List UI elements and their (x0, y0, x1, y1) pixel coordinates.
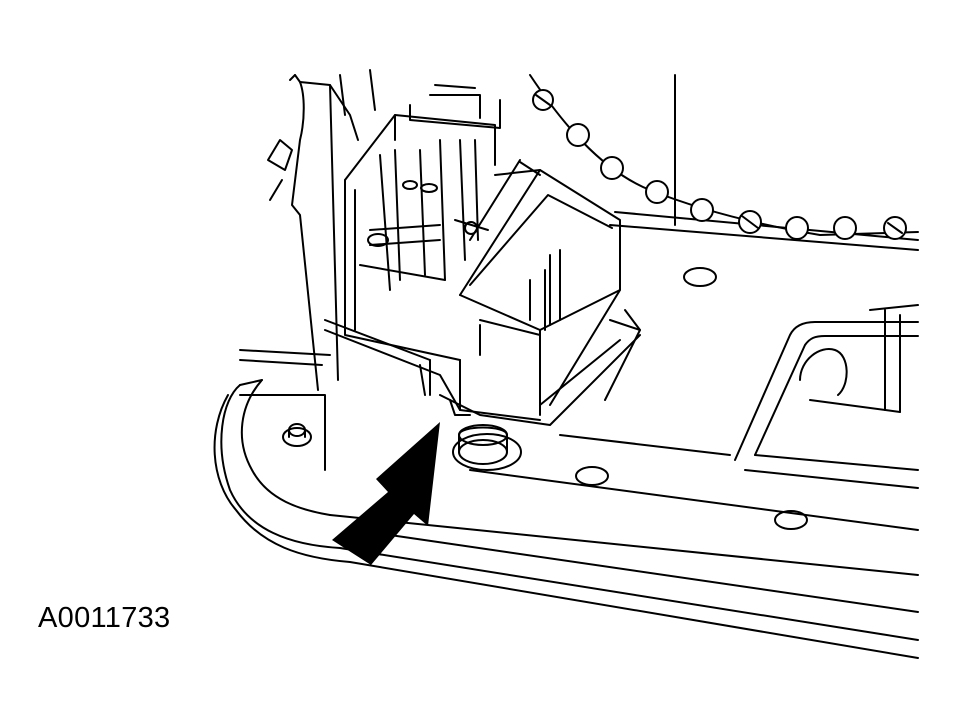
base-plate-edges (213, 379, 919, 659)
connector-housing (324, 159, 641, 426)
left-housing (267, 69, 376, 391)
valve-pocket (734, 304, 919, 489)
surface-lines (239, 211, 919, 613)
arrow-icon (332, 422, 440, 565)
plug (452, 424, 522, 471)
bolt (282, 423, 312, 447)
plate-holes (575, 267, 808, 530)
bead-chain (532, 89, 907, 240)
background-wall (529, 74, 919, 236)
figure-id-label: A0011733 (38, 602, 171, 634)
switch-block (344, 84, 501, 361)
line-art (213, 69, 919, 659)
